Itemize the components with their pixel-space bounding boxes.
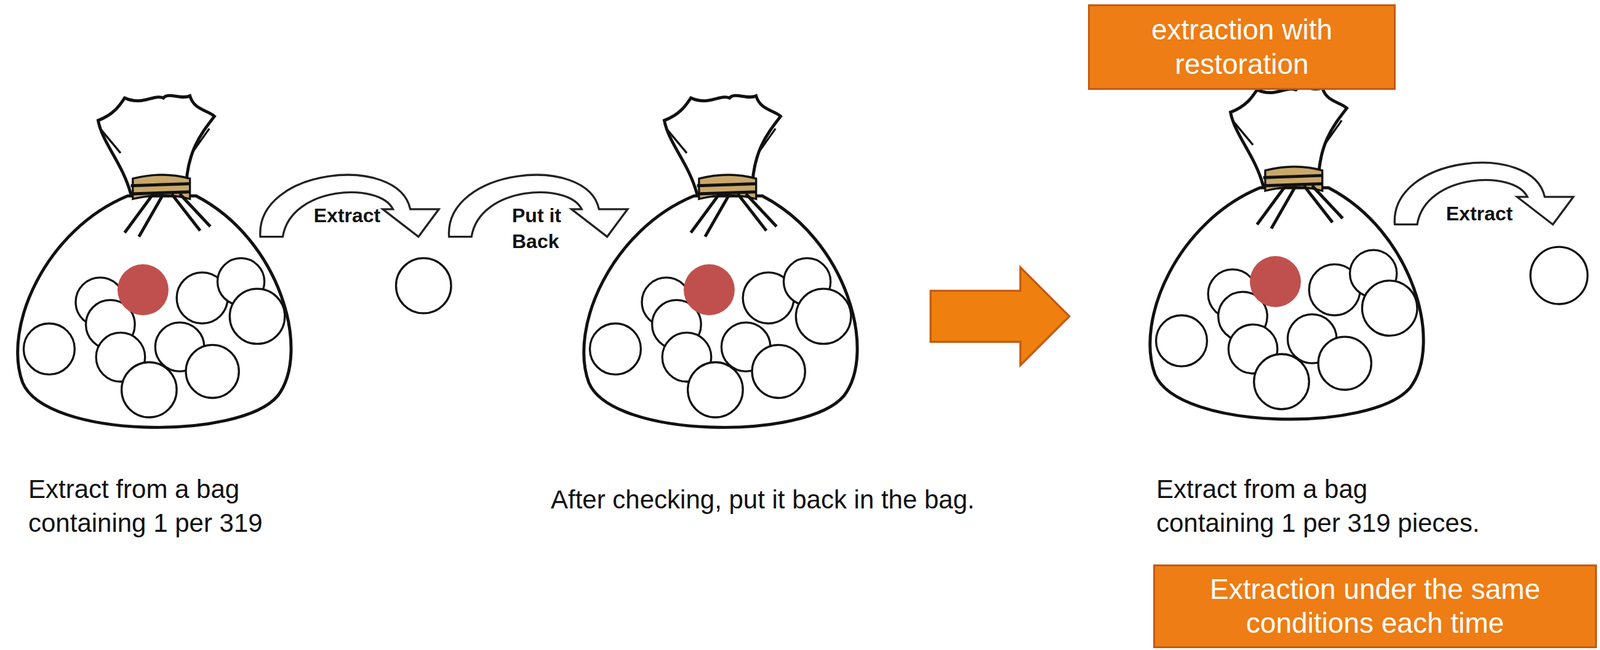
box-text: Extraction under the same conditions eac…: [1164, 572, 1586, 640]
ball: [1530, 246, 1588, 304]
bag: [1150, 87, 1424, 420]
block-arrow: [930, 267, 1069, 365]
bag: [584, 95, 858, 428]
arrow-label: Extract: [1430, 201, 1529, 228]
curved-arrow: [260, 174, 439, 237]
arrow-label: Extract: [297, 203, 397, 229]
caption: Extract from a bag containing 1 per 319: [28, 472, 349, 540]
caption: After checking, put it back in the bag.: [550, 483, 975, 517]
ball: [396, 257, 452, 314]
arrow-label: Put it Back: [512, 203, 581, 255]
bag: [17, 95, 292, 428]
caption: Extract from a bag containing 1 per 319 …: [1156, 472, 1486, 540]
orange-box: Extraction under the same conditions eac…: [1153, 564, 1597, 648]
box-text: extraction with restoration: [1099, 12, 1384, 81]
orange-box: extraction with restoration: [1088, 4, 1396, 90]
